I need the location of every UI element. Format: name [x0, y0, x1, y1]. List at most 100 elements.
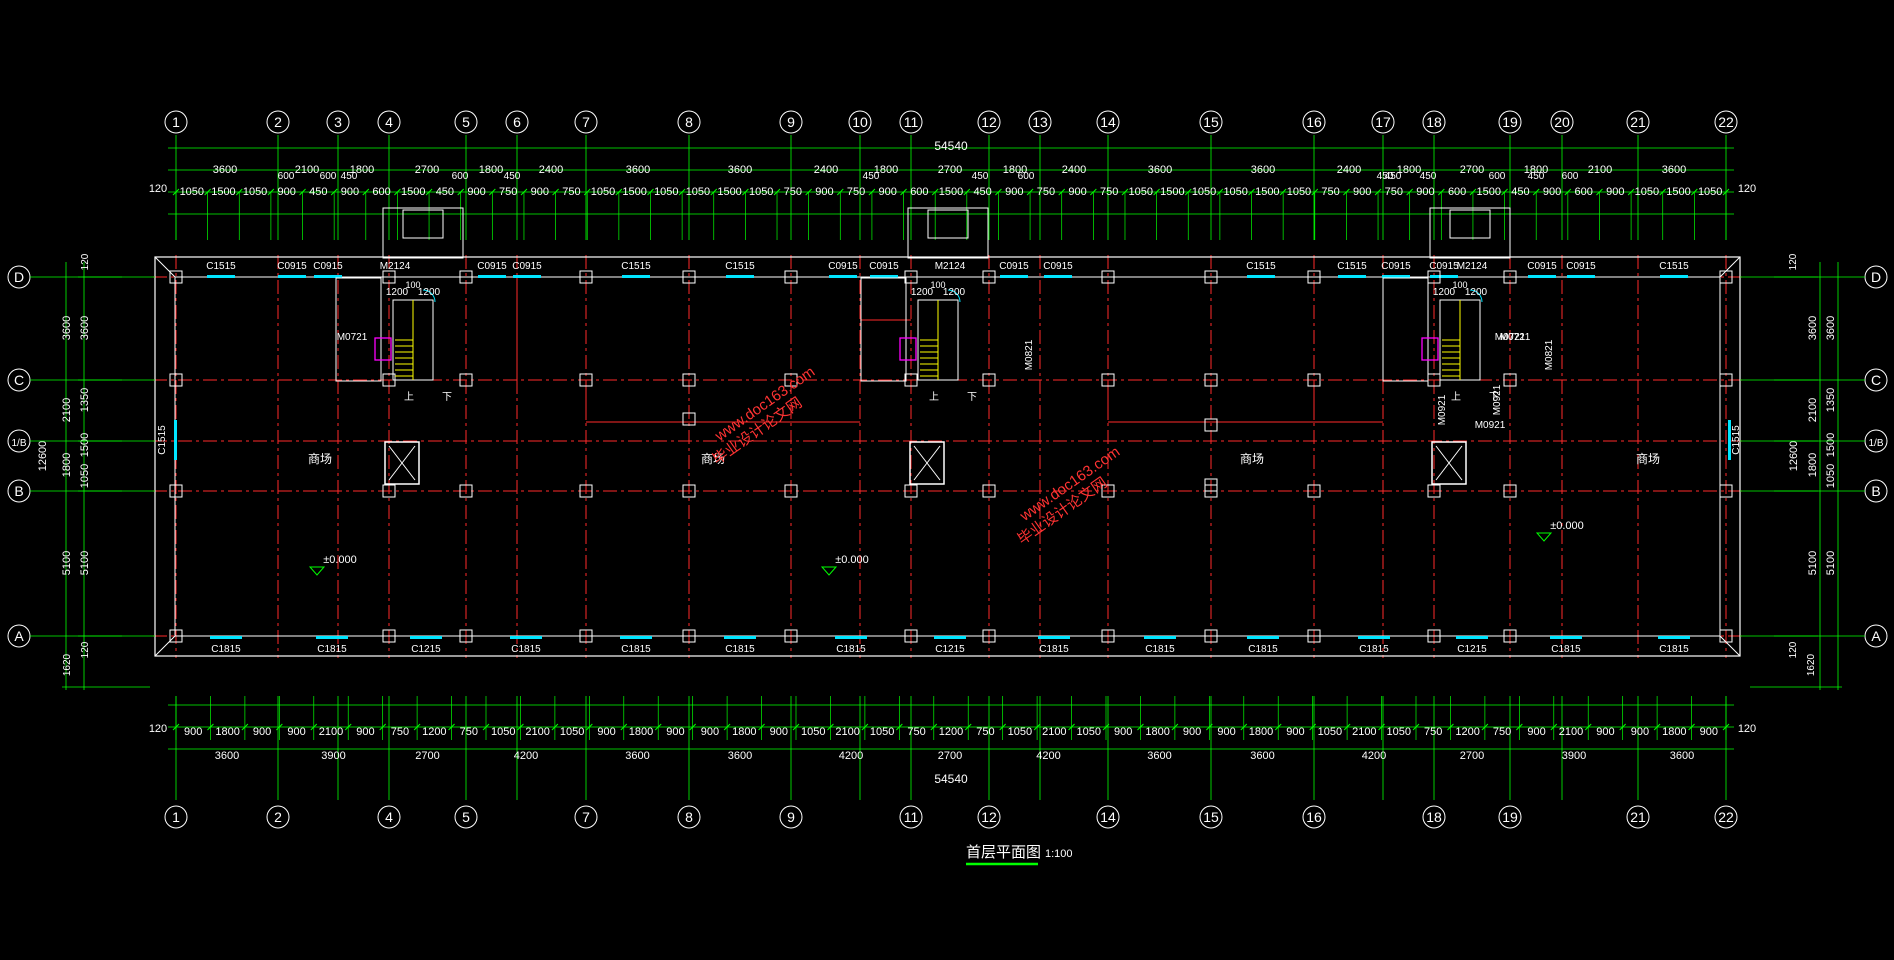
axis-bubble-top	[848, 110, 872, 134]
dimension-text-side-left-inner: 1350	[79, 388, 91, 412]
axis-bubble-top	[977, 110, 1001, 134]
window-label-bottom: C1815	[836, 644, 866, 655]
window-label-bottom: C1815	[621, 644, 651, 655]
elevator-shaft	[384, 441, 420, 485]
window-label-top: C1515	[1337, 261, 1367, 272]
door-label: M0821	[1544, 339, 1555, 370]
window-label-bottom: C1815	[1248, 644, 1278, 655]
dimension-text-bottom-major: 4200	[514, 750, 538, 762]
dimension-text-bottom-minor: 900	[1217, 726, 1235, 738]
dimension-text-bottom-major: 2700	[938, 750, 962, 762]
window-label-top: C1515	[725, 261, 755, 272]
axis-bubble-top	[1550, 110, 1574, 134]
dimension-text-top-minor: 1050	[686, 186, 710, 198]
window-label-bottom: C1815	[511, 644, 541, 655]
axis-label-top: 4	[385, 114, 393, 130]
door-label: M0921	[1475, 420, 1506, 431]
column	[904, 373, 918, 387]
dimension-text-bottom-minor: 750	[460, 726, 478, 738]
axis-bubble-bottom	[266, 805, 290, 829]
axis-label-bottom: 22	[1718, 809, 1734, 825]
axis-label-top: 17	[1375, 114, 1391, 130]
dimension-text-top-major: 3600	[1148, 164, 1172, 176]
door-swing	[947, 289, 961, 303]
window-glyph	[174, 420, 177, 460]
dimension-text-top-minor: 750	[784, 186, 802, 198]
dimension-tick	[1653, 723, 1661, 731]
window-glyph	[1658, 636, 1690, 639]
dimension-text-top-minor: 900	[278, 186, 296, 198]
elevator-shaft	[1431, 441, 1467, 485]
column	[1204, 418, 1218, 432]
dimension-text-top-minor: 1050	[1129, 186, 1153, 198]
window-glyph	[835, 636, 867, 639]
dimension-text-side-right-inner: 1500	[1825, 433, 1837, 457]
window-label-top: C1515	[621, 261, 651, 272]
axis-bubble-top	[164, 110, 188, 134]
column	[1503, 484, 1517, 498]
dimension-text-bottom-minor: 2100	[835, 726, 859, 738]
dimension-tick	[1406, 188, 1414, 196]
column	[1503, 270, 1517, 284]
window-label-bottom: C1215	[935, 644, 965, 655]
dimension-text-bottom-minor: 750	[976, 726, 994, 738]
dimension-offset: 120	[1738, 723, 1756, 735]
dimension-text-top-minor: 600	[1574, 186, 1592, 198]
column	[169, 373, 183, 387]
dimension-tick	[585, 723, 593, 731]
dimension-text-top-major: 1800	[1524, 164, 1548, 176]
dimension-text-top-minor: 900	[341, 186, 359, 198]
toilet-fixture	[899, 337, 917, 361]
axis-bubble-top	[505, 110, 529, 134]
column	[1307, 270, 1321, 284]
dimension-text-top-minor: 900	[879, 186, 897, 198]
dimension-tick	[792, 723, 800, 731]
column	[1101, 270, 1115, 284]
dimension-text-bottom-minor: 900	[1286, 726, 1304, 738]
dimension-text-side-left: 1800	[61, 453, 73, 477]
column	[682, 270, 696, 284]
dimension-tick	[1205, 723, 1213, 731]
elevation-label: ±0.000	[1550, 520, 1584, 532]
stair-down-label: 下	[442, 392, 452, 403]
axis-label-top: 5	[462, 114, 470, 130]
dimension-text-side-right: 1800	[1807, 453, 1819, 477]
door-label: M0921	[1492, 384, 1503, 415]
window-label-bottom: C1815	[725, 644, 755, 655]
dimension-tick	[448, 723, 455, 731]
column	[1101, 373, 1115, 387]
column	[784, 373, 798, 387]
axis-label-top: 11	[904, 114, 919, 130]
dimension-text-bottom-minor: 750	[907, 726, 925, 738]
window-glyph	[870, 275, 898, 278]
column	[169, 270, 183, 284]
dimension-text-bottom-major: 4200	[839, 750, 863, 762]
dimension-text-top-minor: 450	[436, 186, 454, 198]
dimension-text-top-minor: 1500	[211, 186, 235, 198]
dimension-tick	[517, 723, 524, 731]
window-label-bottom: C1815	[1145, 644, 1175, 655]
dimension-text-side-right: 2100	[1807, 398, 1819, 422]
axis-bubble-bottom	[677, 805, 701, 829]
axis-label-bottom: 1	[172, 809, 180, 825]
stair-dim-text: 1200	[1433, 287, 1456, 298]
dimension-offset: 120	[149, 183, 167, 195]
column	[1503, 373, 1517, 387]
dimension-tick	[1550, 723, 1558, 731]
axis-bubble-bottom	[377, 805, 401, 829]
column	[982, 373, 996, 387]
dimension-total-top: 54540	[934, 139, 968, 153]
dimension-tick	[710, 188, 718, 196]
dimension-text-bottom-minor: 2100	[525, 726, 549, 738]
dimension-tick	[1171, 723, 1179, 731]
dimension-text-side-left-inner: 1050	[79, 464, 91, 488]
column	[459, 373, 473, 387]
dimension-text-bottom-minor: 2100	[1559, 726, 1583, 738]
column	[382, 629, 396, 643]
dimension-tick	[620, 723, 628, 731]
dimension-text-top-small: 450	[341, 171, 358, 182]
dimension-text-top-major: 3600	[1251, 164, 1275, 176]
axis-label-top: 8	[685, 114, 693, 130]
dimension-tick	[1240, 723, 1248, 731]
dimension-tick	[995, 188, 1002, 196]
